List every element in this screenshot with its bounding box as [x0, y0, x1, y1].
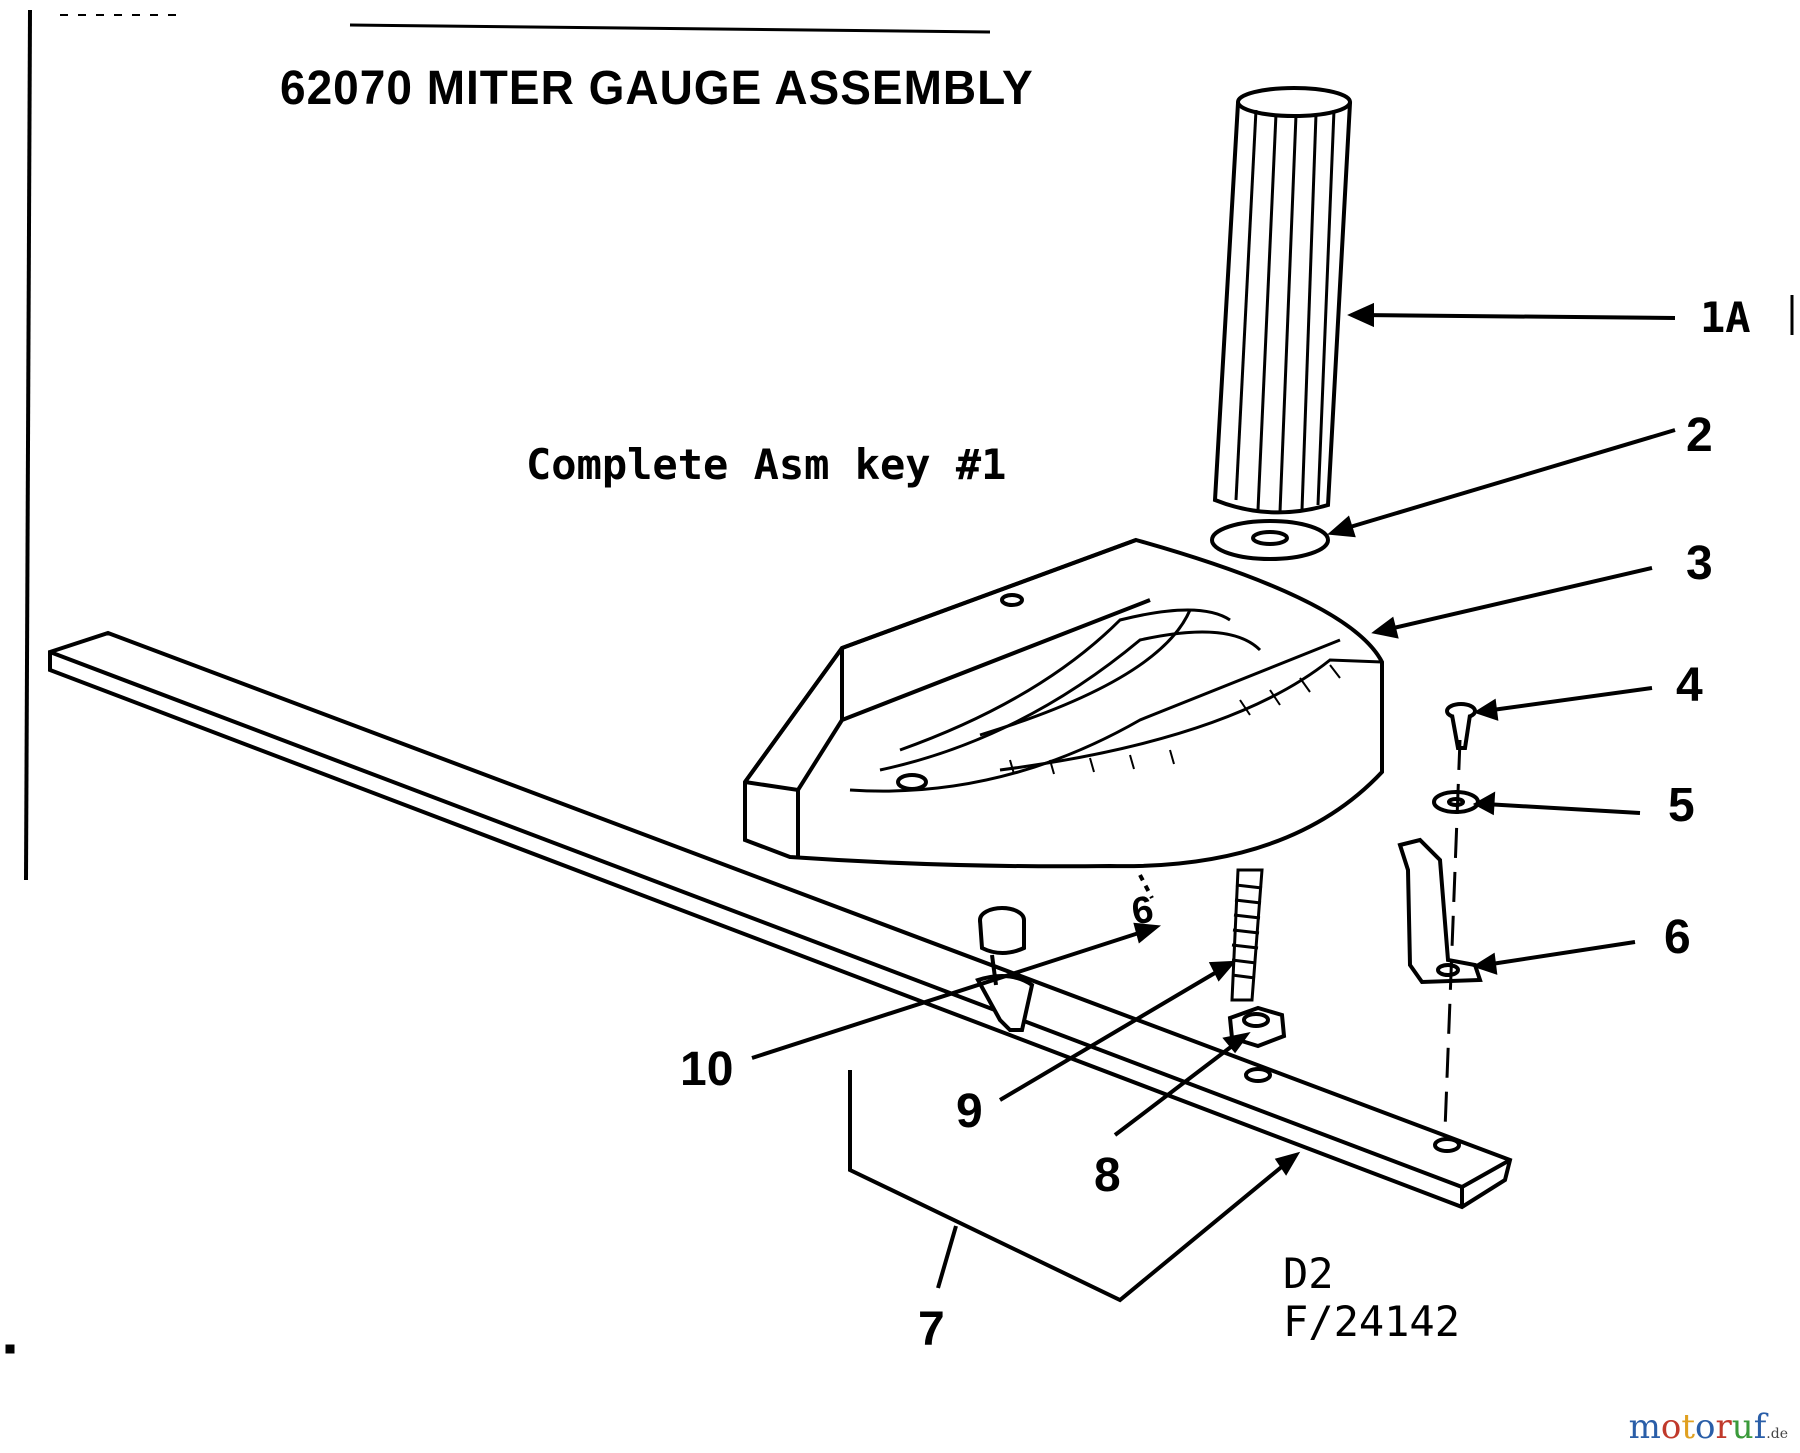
watermark-letter: m [1628, 1407, 1661, 1447]
watermark-letter: o [1660, 1407, 1682, 1447]
watermark-letter: t [1681, 1407, 1696, 1447]
diagram-title: 62070 MITER GAUGE ASSEMBLY [280, 59, 1034, 115]
callout-4: 4 [1676, 659, 1703, 712]
callout-9: 9 [956, 1085, 983, 1138]
clip [1397, 837, 1483, 985]
threaded-stud [1230, 868, 1264, 1002]
callout-8: 8 [1094, 1149, 1121, 1202]
drawing-code-line2: F/24142 [1283, 1297, 1461, 1346]
watermark-text: motoruf [1629, 1407, 1767, 1447]
callout-10: 10 [680, 1043, 734, 1096]
watermark-suffix: .de [1766, 1426, 1788, 1442]
callout-2: 2 [1686, 409, 1713, 462]
callout-3: 3 [1686, 537, 1713, 590]
watermark-letter: o [1695, 1407, 1716, 1447]
callout-1a: 1A [1700, 293, 1751, 342]
diagram-subtitle: Complete Asm key #1 [526, 440, 1007, 489]
callout-6: 6 [1664, 911, 1691, 964]
guide-bar [48, 630, 1513, 1210]
handle-knob [1212, 86, 1353, 515]
drawing-code: D2 F/24142 [1283, 1250, 1460, 1346]
callout-7: 7 [918, 1303, 945, 1356]
watermark-letter: r [1715, 1407, 1732, 1447]
watermark-logo: motoruf.de [1629, 1407, 1788, 1447]
screw [1445, 702, 1477, 750]
page-border [5, 9, 1794, 1354]
drawing-code-line1: D2 [1283, 1249, 1334, 1298]
watermark-letter: u [1731, 1407, 1754, 1447]
callout-5: 5 [1668, 779, 1695, 832]
miter-gauge-body [743, 537, 1384, 869]
watermark-letter: f [1753, 1407, 1767, 1447]
washer [1210, 519, 1330, 561]
pin-stud [975, 906, 1035, 1032]
callout-arrows [751, 302, 1676, 1303]
assembly-axis-line [1443, 739, 1462, 1131]
